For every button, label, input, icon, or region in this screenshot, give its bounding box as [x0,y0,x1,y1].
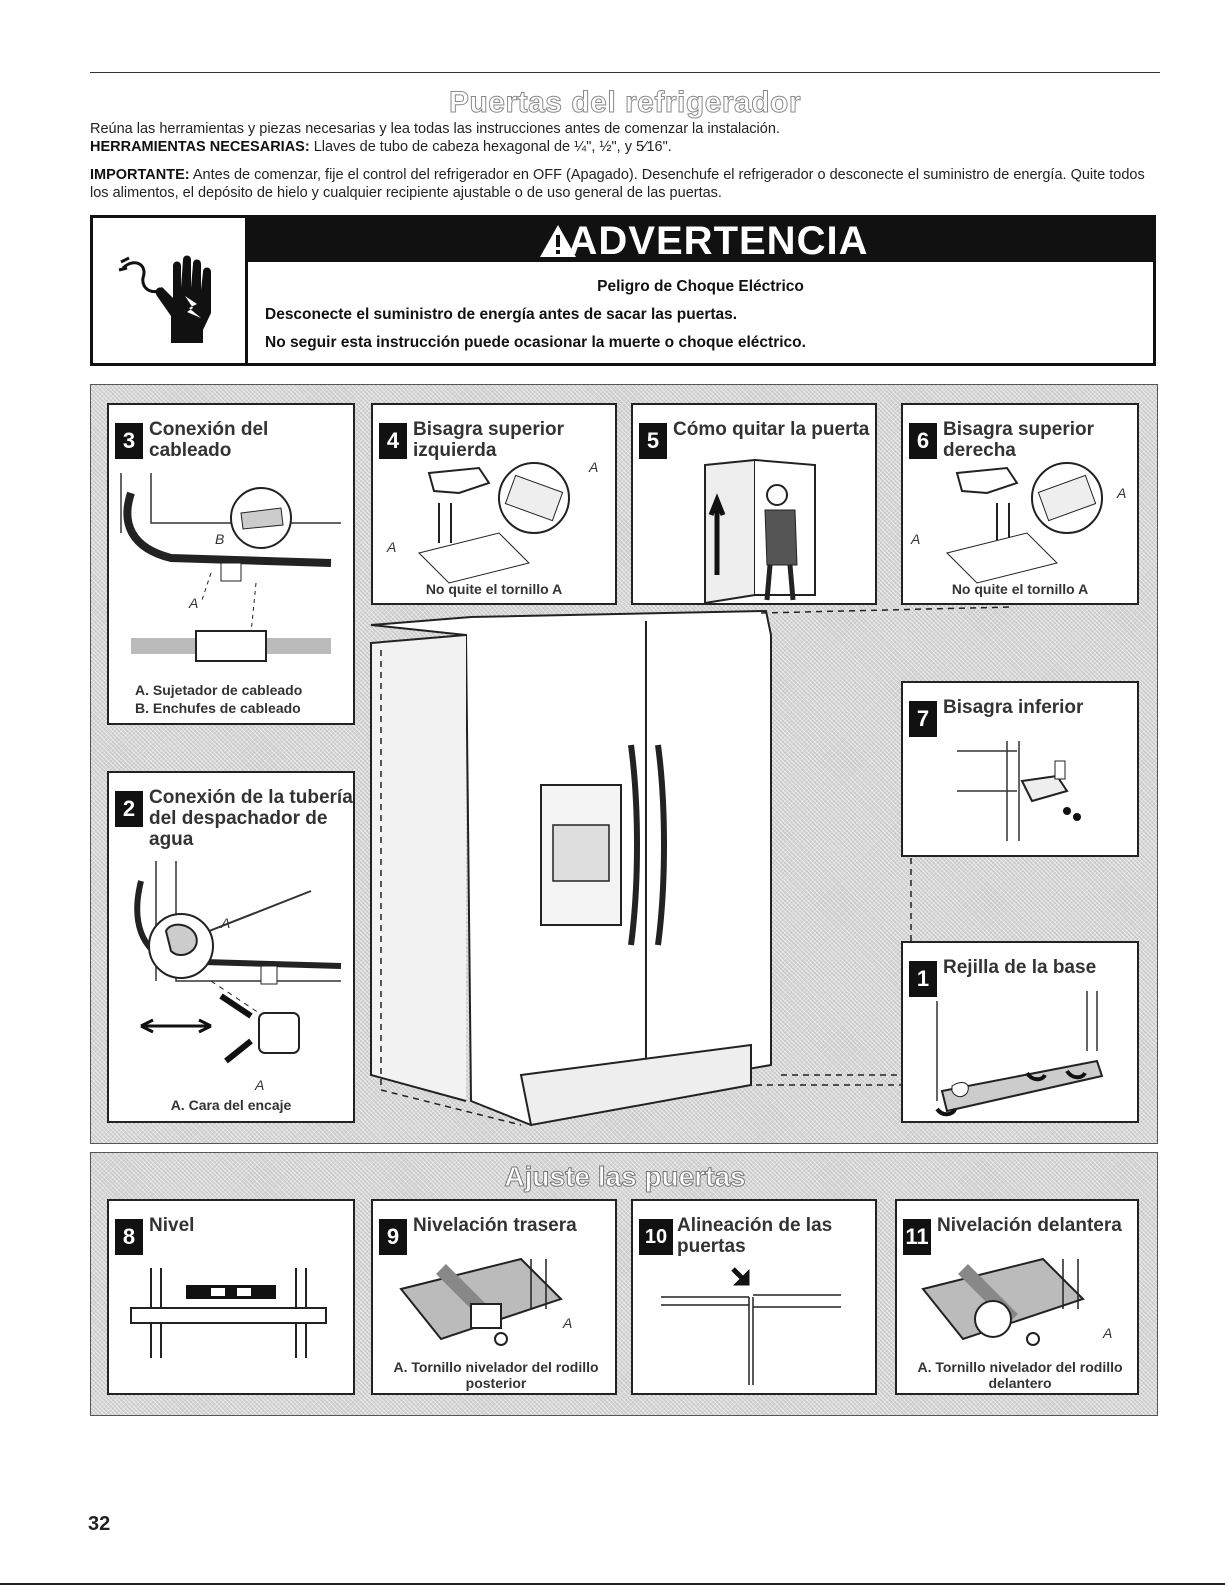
step-3-number: 3 [115,423,143,459]
step-9-caption: A. Tornillo nivelador del rodillo poster… [393,1359,599,1391]
step-6-label-a-right: A [1117,485,1127,501]
step-9-panel: 9 Nivelación trasera A A. Tornillo nivel… [371,1199,617,1395]
step-11-number: 11 [903,1219,931,1255]
adjust-doors-area: Ajuste las puertas 8 Nivel 9 Nivelación … [90,1152,1158,1416]
bottom-hinge-icon [957,741,1081,841]
adjust-doors-title: Ajuste las puertas [504,1161,746,1193]
step-2-panel: 2 Conexión de la tubería del despachador… [107,771,355,1123]
right-top-hinge-icon [946,462,1103,584]
warning-icon-box [93,218,248,363]
important-line: IMPORTANTE: Antes de comenzar, fije el c… [90,166,1165,202]
step-11-caption: A. Tornillo nivelador del rodillo delant… [917,1359,1123,1391]
step-7-number: 7 [909,701,937,737]
warning-heading: ADVERTENCIA [568,219,869,263]
step-11-panel: 11 Nivelación delantera A A. Tornillo ni… [895,1199,1139,1395]
step-6-caption: No quite el tornillo A [951,581,1089,597]
step-2-title: Conexión de la tubería del despachador d… [149,787,353,850]
step-3-caption-b: B. Enchufes de cableado [135,700,301,716]
door-alignment-icon [661,1267,841,1385]
wiring-connection-icon [120,473,341,662]
step-2-number: 2 [115,791,143,827]
step-1-title: Rejilla de la base [943,957,1097,978]
warning-line-3: No seguir esta instrucción puede ocasion… [265,334,806,351]
step-9-number: 9 [379,1219,407,1255]
step-10-panel: 10 Alineación de las puertas [631,1199,877,1395]
refrigerator-illustration [370,606,1012,1127]
step-2-caption: A. Cara del encaje [170,1097,292,1113]
step-9-label-a: A [563,1315,573,1331]
page-title: Puertas del refrigerador [448,86,802,120]
page-number: 32 [88,1513,111,1535]
step-1-panel: 1 Rejilla de la base [901,941,1139,1123]
warning-line-1: Peligro de Choque Eléctrico [597,278,804,295]
tools-line: HERRAMIENTAS NECESARIAS: Llaves de tubo … [90,138,1165,156]
level-tool-icon [130,1268,327,1358]
step-4-title: Bisagra superior izquierda [413,419,564,461]
front-leveling-screw-icon [921,1257,1085,1346]
step-8-panel: 8 Nivel [107,1199,355,1395]
step-3-label-b: B [215,531,225,547]
step-7-title: Bisagra inferior [943,697,1084,718]
step-4-label-a-left: A [387,539,397,555]
door-removal-diagram: 3 Conexión del cableado B A A. Sujetador… [90,384,1158,1144]
step-4-panel: 4 Bisagra superior izquierda A A No quit… [371,403,617,605]
warning-line-2: Desconecte el suministro de energía ante… [265,306,738,323]
important-text: Antes de comenzar, fije el control del r… [90,167,1145,201]
step-3-label-a: A [189,595,199,611]
step-6-label-a-left: A [911,531,921,547]
step-10-title: Alineación de las puertas [677,1215,833,1257]
electric-shock-hand-icon [118,255,211,343]
step-2-label-a-bottom: A [255,1077,265,1093]
step-6-title: Bisagra superior derecha [943,419,1094,461]
remove-door-icon [704,458,816,605]
step-3-caption-a: A. Sujetador de cableado [135,682,303,698]
base-grille-icon [935,991,1104,1117]
step-5-number: 5 [639,423,667,459]
tools-text: Llaves de tubo de cabeza hexagonal de ¼"… [313,139,672,155]
intro-text: Reúna las herramientas y piezas necesari… [90,121,780,137]
step-3-panel: 3 Conexión del cableado B A A. Sujetador… [107,403,355,725]
step-9-title: Nivelación trasera [413,1215,577,1236]
left-top-hinge-icon [418,462,570,584]
water-line-connection-icon [134,861,342,1064]
step-6-number: 6 [909,423,937,459]
step-8-number: 8 [115,1219,143,1255]
step-8-title: Nivel [149,1215,195,1236]
step-1-number: 1 [909,961,937,997]
step-7-panel: 7 Bisagra inferior [901,681,1139,857]
step-4-caption: No quite el tornillo A [425,581,563,597]
rear-leveling-screw-icon [399,1257,563,1346]
step-2-label-a-top: A [221,915,231,931]
step-5-panel: 5 Cómo quitar la puerta [631,403,877,605]
step-4-label-a-right: A [589,459,599,475]
bottom-rule [0,1583,1225,1585]
step-5-title: Cómo quitar la puerta [673,419,870,440]
step-11-title: Nivelación delantera [937,1215,1122,1236]
warning-box: ADVERTENCIA Peligro de Choque Eléctrico … [90,215,1156,366]
tools-label: HERRAMIENTAS NECESARIAS: [90,139,310,155]
warning-triangle-icon [540,225,576,257]
step-4-number: 4 [379,423,407,459]
step-6-panel: 6 Bisagra superior derecha A A No quite … [901,403,1139,605]
step-11-label-a: A [1103,1325,1113,1341]
important-label: IMPORTANTE: [90,167,190,183]
warning-header: ADVERTENCIA [248,218,1153,263]
step-10-number: 10 [639,1219,673,1255]
top-rule [90,72,1160,73]
step-3-title: Conexión del cableado [149,419,269,461]
